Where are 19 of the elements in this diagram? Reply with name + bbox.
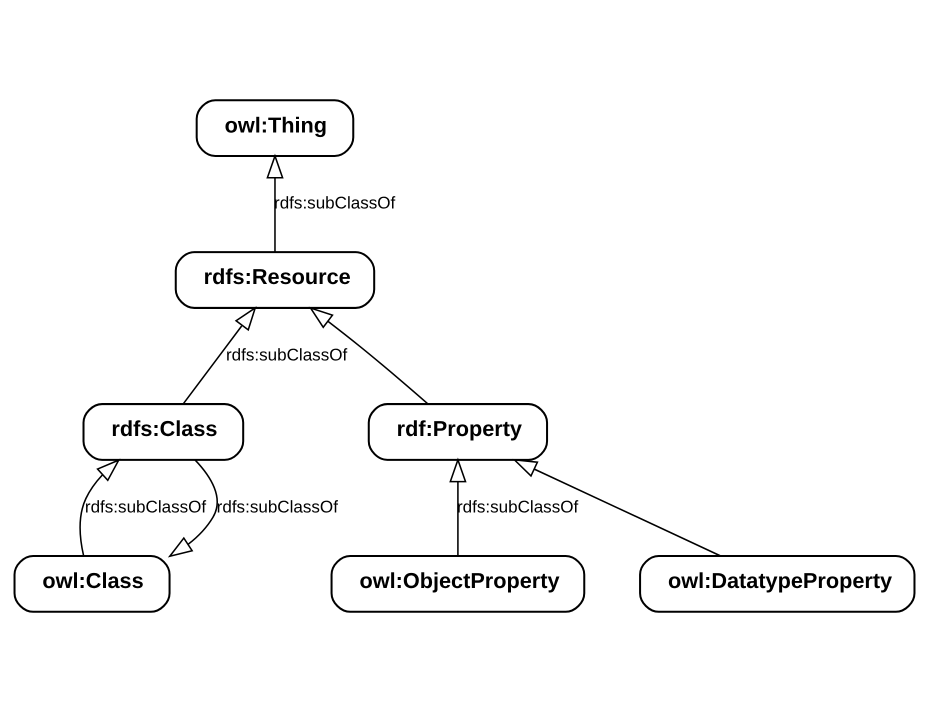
node-box: owl:Thing: [196, 98, 354, 157]
edge-label: rdfs:subClassOf: [84, 496, 206, 516]
arrow: [182, 306, 257, 404]
node-box: owl:ObjectProperty: [330, 554, 586, 612]
arrow: [512, 458, 720, 556]
node-box: rdf:Property: [368, 402, 548, 460]
node-box: owl:DatatypeProperty: [639, 554, 916, 612]
edge-label: rdfs:subClassOf: [456, 496, 578, 516]
arrow: [266, 153, 284, 252]
edge-label: rdfs:subClassOf: [226, 344, 348, 364]
edge-label: rdfs:subClassOf: [216, 496, 338, 516]
node-box: rdfs:Resource: [174, 250, 376, 308]
edge-label: rdfs:subClassOf: [274, 192, 396, 212]
arrow: [308, 306, 428, 404]
node-box: owl:Class: [14, 554, 171, 612]
arrow: [168, 458, 218, 558]
arrow: [449, 457, 467, 556]
arrow: [79, 458, 120, 556]
node-box: rdfs:Class: [82, 402, 244, 460]
